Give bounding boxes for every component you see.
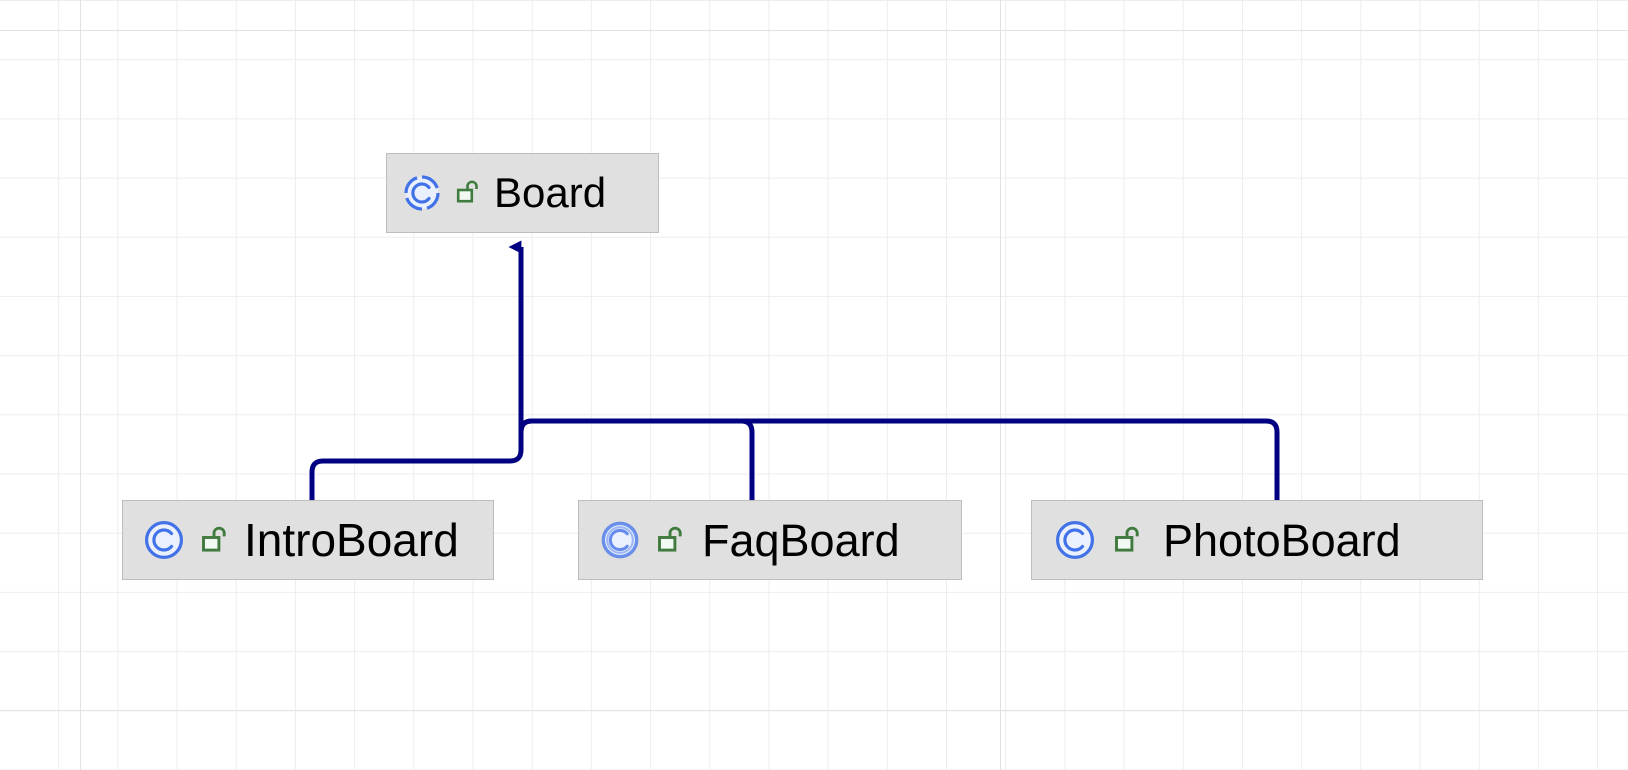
unlocked-padlock-icon xyxy=(202,526,226,552)
class-icon xyxy=(145,521,183,559)
grid-line-vertical xyxy=(1000,0,1001,770)
class-name-label: Board xyxy=(494,169,607,216)
grid-line-horizontal xyxy=(0,710,1628,711)
class-icon xyxy=(601,521,639,559)
unlocked-padlock-icon xyxy=(456,180,478,203)
edge-introboard-to-board xyxy=(309,431,524,500)
grid-line-horizontal xyxy=(0,30,1628,31)
edge-faqboard-to-board xyxy=(518,418,755,500)
unlocked-padlock-icon xyxy=(658,526,682,552)
grid-line-vertical xyxy=(80,0,81,770)
class-icon xyxy=(1056,521,1094,559)
class-icon xyxy=(404,175,440,211)
uml-class-board[interactable]: Board xyxy=(386,153,659,233)
class-name-label: PhotoBoard xyxy=(1163,514,1401,566)
edge-photoboard-to-board xyxy=(518,418,1280,500)
class-name-label: IntroBoard xyxy=(244,514,459,566)
uml-class-introboard[interactable]: IntroBoard xyxy=(122,500,494,580)
uml-class-photoboard[interactable]: PhotoBoard xyxy=(1031,500,1483,580)
class-name-label: FaqBoard xyxy=(702,514,900,566)
unlocked-padlock-icon xyxy=(1115,526,1139,552)
uml-class-faqboard[interactable]: FaqBoard xyxy=(578,500,962,580)
